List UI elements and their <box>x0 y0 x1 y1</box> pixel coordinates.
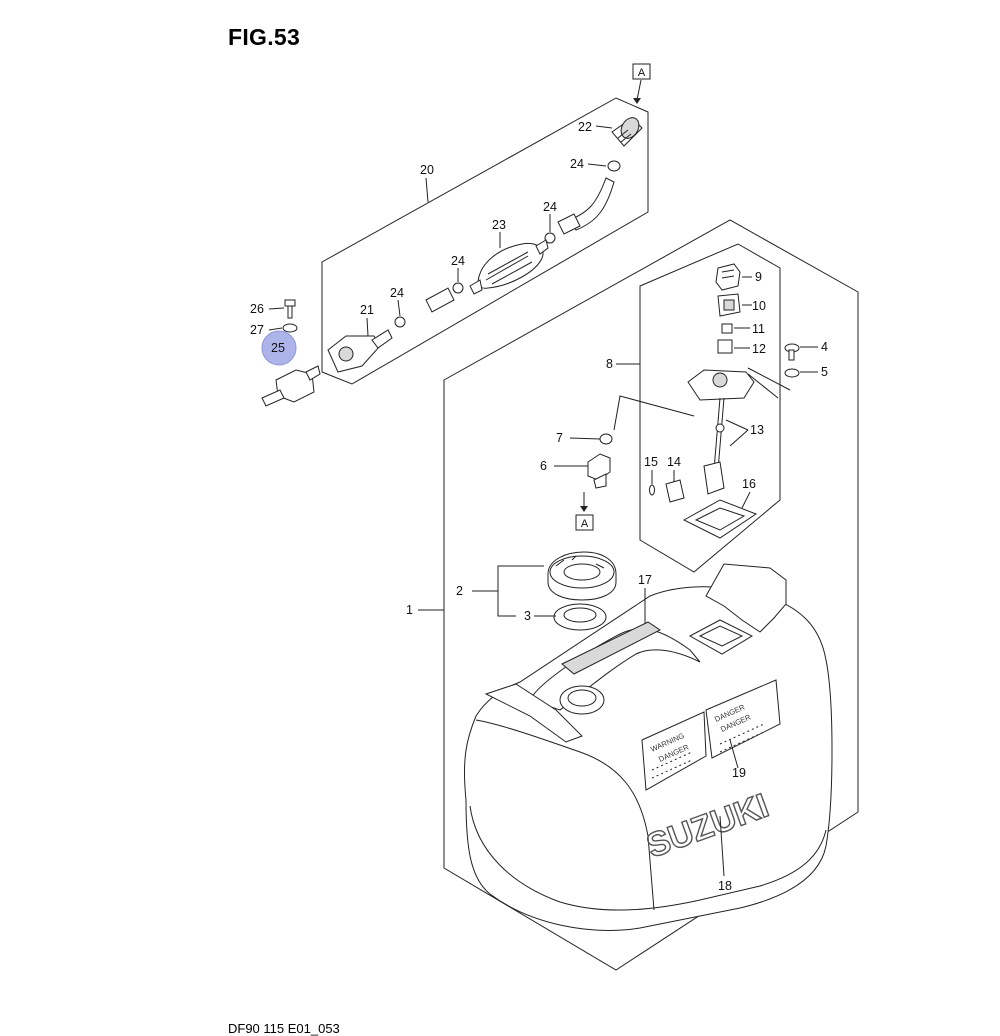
bolt-26 <box>284 299 296 319</box>
label-2: 2 <box>456 584 463 598</box>
label-4: 4 <box>821 340 828 354</box>
label-7: 7 <box>556 431 563 445</box>
label-22: 22 <box>578 120 592 134</box>
leader-lines <box>268 125 818 877</box>
label-27: 27 <box>250 323 264 337</box>
plate-11 <box>721 323 733 334</box>
svg-text:A: A <box>638 67 646 79</box>
label-18: 18 <box>718 879 732 893</box>
primer-bulb-23 <box>469 239 549 295</box>
fuel-connector-21 <box>327 329 393 373</box>
label-8: 8 <box>606 357 613 371</box>
figure-title: FIG.53 <box>228 24 301 50</box>
label-19: 19 <box>732 766 746 780</box>
svg-text:A: A <box>581 518 589 530</box>
label-1: 1 <box>406 603 413 617</box>
tank-assembly-frame <box>443 219 859 971</box>
gauge-cap-9 <box>715 263 741 291</box>
clip-15 <box>649 484 655 496</box>
hose-assembly-frame <box>321 97 649 385</box>
label-3: 3 <box>524 609 531 623</box>
filler-cap-2 <box>547 551 617 601</box>
seal-7 <box>599 433 613 445</box>
label-14: 14 <box>667 455 681 469</box>
hose-connector-22 <box>611 117 643 147</box>
fuel-joint-25 <box>261 365 321 407</box>
label-13: 13 <box>750 423 764 437</box>
highlight-part-25 <box>261 330 297 366</box>
washer-27 <box>282 323 298 333</box>
float-14 <box>665 479 685 503</box>
label-12: 12 <box>752 342 766 356</box>
label-11: 11 <box>752 322 765 336</box>
washer-5 <box>784 368 800 378</box>
label-6: 6 <box>540 459 547 473</box>
gauge-gasket-16 <box>682 499 758 539</box>
exploded-view-drawing: A <box>250 63 859 971</box>
label-9: 9 <box>755 270 762 284</box>
fuel-gauge-13 <box>687 369 755 495</box>
part-number-labels: 20 22 24 24 23 24 24 21 26 27 25 9 10 11… <box>250 120 828 893</box>
gauge-assembly-frame <box>639 243 781 573</box>
gasket-12 <box>717 339 733 354</box>
label-24a: 24 <box>570 157 584 171</box>
label-21: 21 <box>360 303 374 317</box>
label-17: 17 <box>638 573 652 587</box>
fuel-tank-1: WARNING DANGER DANGER DANGER SUZUKI <box>464 563 833 931</box>
label-23: 23 <box>492 218 506 232</box>
label-24d: 24 <box>390 286 404 300</box>
drawing-code: DF90 115 E01_053 <box>228 1021 340 1036</box>
label-10: 10 <box>752 299 766 313</box>
parts-diagram: FIG.53 A <box>228 24 859 1036</box>
ref-box-top: A <box>632 63 651 104</box>
label-26: 26 <box>250 302 264 316</box>
fuel-fitting-6 <box>587 453 611 489</box>
label-15: 15 <box>644 455 658 469</box>
ref-box-bottom: A <box>575 492 594 531</box>
label-24c: 24 <box>451 254 465 268</box>
screw-4 <box>784 343 800 361</box>
label-24b: 24 <box>543 200 557 214</box>
label-25: 25 <box>271 341 285 355</box>
cap-gasket-3 <box>553 603 607 631</box>
label-16: 16 <box>742 477 756 491</box>
gauge-lens-10 <box>717 293 741 317</box>
label-5: 5 <box>821 365 828 379</box>
label-20: 20 <box>420 163 434 177</box>
